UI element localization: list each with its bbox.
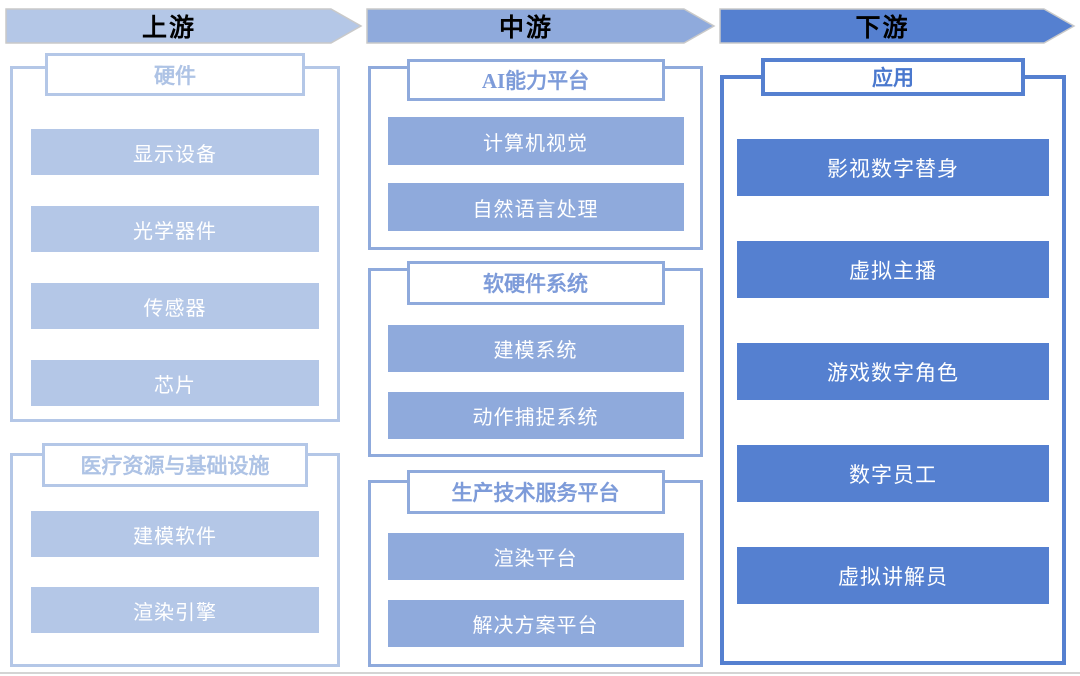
group-hardware: 硬件 显示设备 光学器件 传感器 芯片: [10, 53, 340, 422]
item-rendering-engine: 渲染引擎: [31, 587, 319, 633]
item-motion-capture-system: 动作捕捉系统: [387, 392, 684, 439]
group-ai-capability-platform: AI能力平台 计算机视觉 自然语言处理: [368, 59, 703, 250]
group-production-tech-service-platform: 生产技术服务平台 渲染平台 解决方案平台: [368, 470, 703, 667]
item-game-digital-character: 游戏数字角色: [737, 343, 1049, 400]
group-software-hardware-systems: 软硬件系统 建模系统 动作捕捉系统: [368, 261, 703, 457]
midstream-stage-label: 中游: [498, 15, 553, 42]
item-virtual-anchor: 虚拟主播: [737, 241, 1049, 298]
group-applications-header: 应用: [761, 58, 1025, 96]
item-virtual-guide: 虚拟讲解员: [737, 547, 1049, 604]
group-applications-items: 影视数字替身 虚拟主播 游戏数字角色 数字员工 虚拟讲解员 ……: [724, 79, 1062, 676]
right-arrow-shape-icon: [366, 8, 716, 44]
item-nlp: 自然语言处理: [387, 183, 684, 231]
upstream-stage-label: 上游: [141, 15, 196, 42]
group-resources-infrastructure-items: 建模软件 渲染引擎: [13, 456, 337, 664]
item-rendering-platform: 渲染平台: [387, 533, 684, 580]
group-production-tech-service-platform-items: 渲染平台 解决方案平台: [371, 483, 700, 664]
group-ai-capability-platform-header: AI能力平台: [406, 59, 665, 101]
upstream-stage-arrow: 上游: [5, 8, 363, 44]
group-software-hardware-systems-items: 建模系统 动作捕捉系统: [371, 271, 700, 454]
item-modeling-system: 建模系统: [387, 325, 684, 372]
group-resources-infrastructure: 医疗资源与基础设施 建模软件 渲染引擎: [10, 443, 340, 667]
downstream-stage-arrow: 下游: [719, 8, 1076, 44]
item-solution-platform: 解决方案平台: [387, 600, 684, 647]
item-display-devices: 显示设备: [31, 129, 319, 175]
midstream-stage-arrow: 中游: [366, 8, 716, 44]
group-resources-infrastructure-header: 医疗资源与基础设施: [42, 443, 308, 487]
group-software-hardware-systems-header: 软硬件系统: [406, 261, 665, 305]
group-production-tech-service-platform-header: 生产技术服务平台: [406, 470, 665, 514]
right-arrow-shape-icon: [5, 8, 363, 44]
item-sensors: 传感器: [31, 283, 319, 329]
right-arrow-shape-icon: [719, 8, 1076, 44]
downstream-stage-label: 下游: [855, 15, 910, 42]
bottom-divider: [0, 672, 1080, 674]
item-chips: 芯片: [31, 360, 319, 406]
item-computer-vision: 计算机视觉: [387, 117, 684, 165]
group-hardware-header: 硬件: [45, 53, 305, 96]
item-modeling-software: 建模软件: [31, 511, 319, 557]
item-film-digital-double: 影视数字替身: [737, 139, 1049, 196]
item-optical-components: 光学器件: [31, 206, 319, 252]
more-items-ellipsis: ……: [865, 673, 921, 676]
group-hardware-items: 显示设备 光学器件 传感器 芯片: [13, 69, 337, 419]
group-ai-capability-platform-items: 计算机视觉 自然语言处理: [371, 69, 700, 247]
item-digital-employee: 数字员工: [737, 445, 1049, 502]
group-applications: 应用 影视数字替身 虚拟主播 游戏数字角色 数字员工 虚拟讲解员 ……: [720, 58, 1066, 676]
